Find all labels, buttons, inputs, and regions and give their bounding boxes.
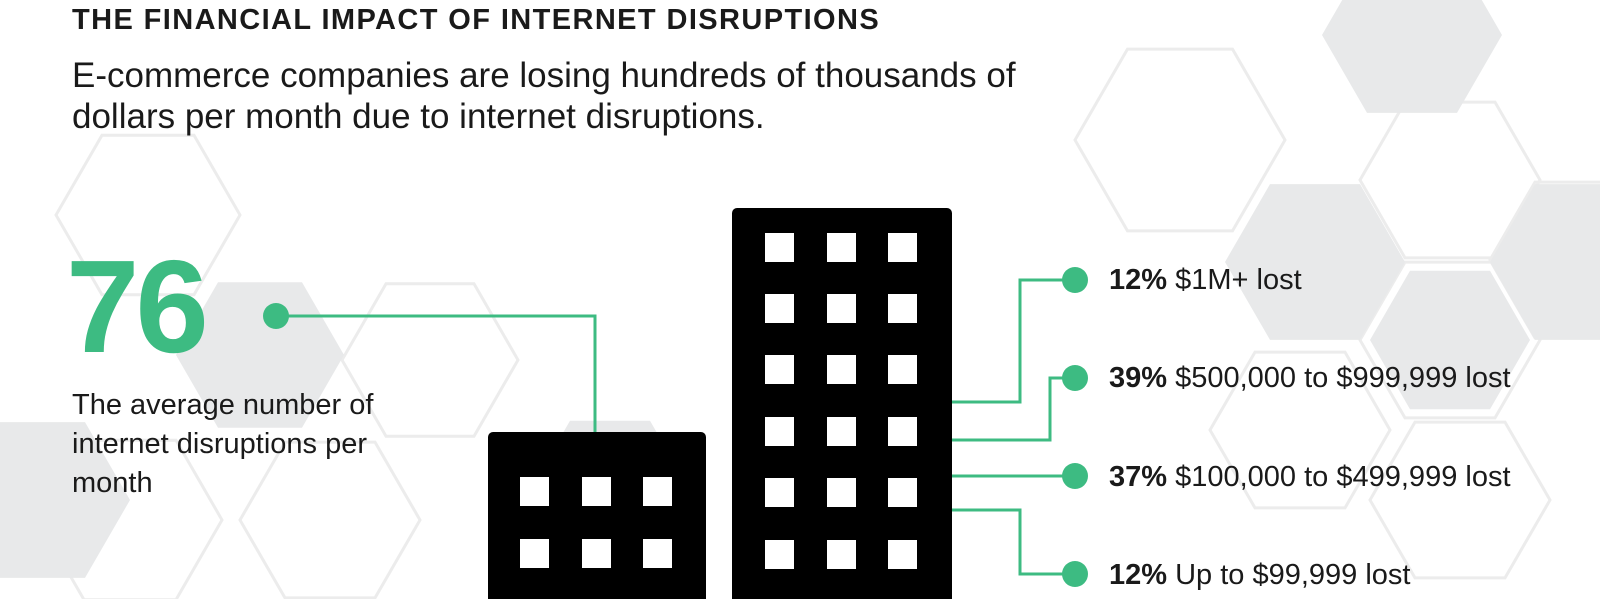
building-window	[888, 294, 917, 323]
hexagon-shape	[1073, 47, 1287, 233]
short-building	[488, 432, 706, 599]
bracket-connector-line-4	[952, 508, 1075, 576]
disruption-count-description: The average number of internet disruptio…	[72, 389, 374, 499]
disruption-count-stat: 76	[66, 233, 209, 380]
tall-building	[732, 208, 952, 599]
loss-bracket-percent: 39%	[1109, 362, 1168, 394]
building-window	[582, 477, 611, 506]
bracket-connector-line-1	[952, 278, 1075, 404]
building-window	[643, 477, 672, 506]
loss-bracket-label: $500,000 to $999,999 lost	[1175, 362, 1511, 394]
short-building-windows	[520, 477, 672, 568]
loss-bracket-3: 37% $100,000 to $499,999 lost	[1109, 459, 1511, 495]
building-window	[520, 539, 549, 568]
bracket-dot-4	[1062, 561, 1088, 587]
bracket-connector-line-2	[952, 376, 1075, 442]
hexagon-shape	[1368, 420, 1552, 580]
page-title: THE FINANCIAL IMPACT OF INTERNET DISRUPT…	[72, 4, 881, 36]
loss-bracket-1: 12% $1M+ lost	[1109, 262, 1302, 298]
hexagon-shape	[1322, 0, 1502, 113]
building-window	[827, 540, 856, 569]
tall-building-windows	[765, 233, 917, 569]
bracket-dot-1	[1062, 267, 1088, 293]
building-window	[888, 355, 917, 384]
building-window	[582, 539, 611, 568]
loss-bracket-percent: 37%	[1109, 461, 1168, 493]
stat-connector-line	[276, 314, 597, 432]
building-window	[765, 540, 794, 569]
building-window	[765, 294, 794, 323]
loss-bracket-4: 12% Up to $99,999 lost	[1109, 557, 1411, 593]
hexagon-shape	[1208, 350, 1392, 510]
building-window	[827, 233, 856, 262]
hexagon-shape	[1225, 184, 1405, 340]
bracket-dot-3	[1062, 463, 1088, 489]
connector-dots	[263, 267, 1088, 587]
building-window	[888, 540, 917, 569]
loss-bracket-label: $100,000 to $499,999 lost	[1175, 461, 1511, 493]
building-window	[643, 539, 672, 568]
bracket-dot-2	[1062, 365, 1088, 391]
building-window	[888, 478, 917, 507]
loss-bracket-percent: 12%	[1109, 264, 1168, 296]
stat-connector-dot	[263, 303, 289, 329]
hexagon-shape	[340, 282, 520, 438]
building-window	[765, 355, 794, 384]
building-window	[827, 417, 856, 446]
building-window	[888, 233, 917, 262]
page-subtitle: E-commerce companies are losing hundreds…	[72, 56, 1016, 136]
building-window	[520, 477, 549, 506]
hexagon-shape	[54, 133, 242, 297]
building-window	[827, 294, 856, 323]
hexagon-shape	[1370, 270, 1530, 410]
hexagon-shape	[1488, 180, 1600, 340]
hexagon-shape	[0, 422, 130, 578]
hexagon-shape	[176, 282, 344, 428]
building-window	[765, 233, 794, 262]
connector-lines	[276, 278, 1075, 576]
loss-bracket-2: 39% $500,000 to $999,999 lost	[1109, 360, 1511, 396]
loss-bracket-percent: 12%	[1109, 559, 1168, 591]
building-window	[827, 355, 856, 384]
building-window	[765, 478, 794, 507]
short-building-body	[488, 432, 706, 599]
loss-bracket-label: $1M+ lost	[1175, 264, 1302, 296]
building-window	[765, 417, 794, 446]
building-window	[827, 478, 856, 507]
hexagon-shape	[1490, 184, 1600, 340]
loss-bracket-label: Up to $99,999 lost	[1175, 559, 1411, 591]
hexagon-shape	[238, 440, 422, 599]
building-window	[888, 417, 917, 446]
